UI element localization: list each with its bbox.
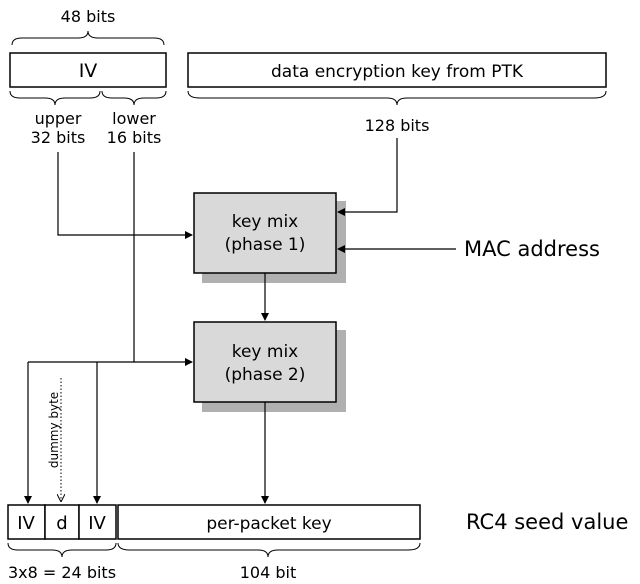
seed-iv2-box <box>78 504 117 540</box>
mix1-label-line2: (phase 1) <box>225 235 306 255</box>
dek-brace <box>187 90 607 106</box>
lower-to-mix2-arrow <box>133 152 193 366</box>
iv-box <box>9 52 167 88</box>
ppk-bits-label: 104 bit <box>240 563 297 582</box>
iv-lower-brace <box>101 90 167 106</box>
ppk-label: per-packet key <box>206 514 331 534</box>
dummy-byte-label: dummy byte <box>47 392 61 468</box>
ppk-box <box>117 504 421 540</box>
iv-bits-label: 48 bits <box>61 7 116 26</box>
upper-label-line2: 32 bits <box>31 128 86 147</box>
mix2-box <box>193 321 337 403</box>
upper-label-line1: upper <box>35 109 82 128</box>
mac-label: MAC address <box>464 237 600 261</box>
dek-bits-label: 128 bits <box>365 116 430 135</box>
iv-upper-brace <box>9 90 101 106</box>
dek-box-label: data encryption key from PTK <box>271 62 524 82</box>
mix1-label-line1: key mix <box>232 212 299 232</box>
ppk-brace <box>117 542 421 558</box>
seed-d-label: d <box>56 513 67 534</box>
seed-iv-brace <box>7 542 117 558</box>
lower-label-line2: 16 bits <box>107 128 162 147</box>
seed-iv2-label: IV <box>88 513 106 534</box>
iv-box-label: IV <box>79 60 98 82</box>
dek-box <box>187 52 607 88</box>
upper-to-mix1-arrow <box>57 152 193 239</box>
rc4-label: RC4 seed value <box>466 510 628 534</box>
seed-iv1-label: IV <box>17 513 35 534</box>
lower-label-line1: lower <box>112 109 156 128</box>
seed-iv-bits-label: 3x8 = 24 bits <box>8 563 116 582</box>
mix1-box <box>193 192 337 274</box>
mix2-label-line2: (phase 2) <box>225 365 306 385</box>
mix2-label-line1: key mix <box>232 342 299 362</box>
iv-top-brace <box>11 30 165 46</box>
dek-to-mix1-arrow <box>337 138 398 216</box>
